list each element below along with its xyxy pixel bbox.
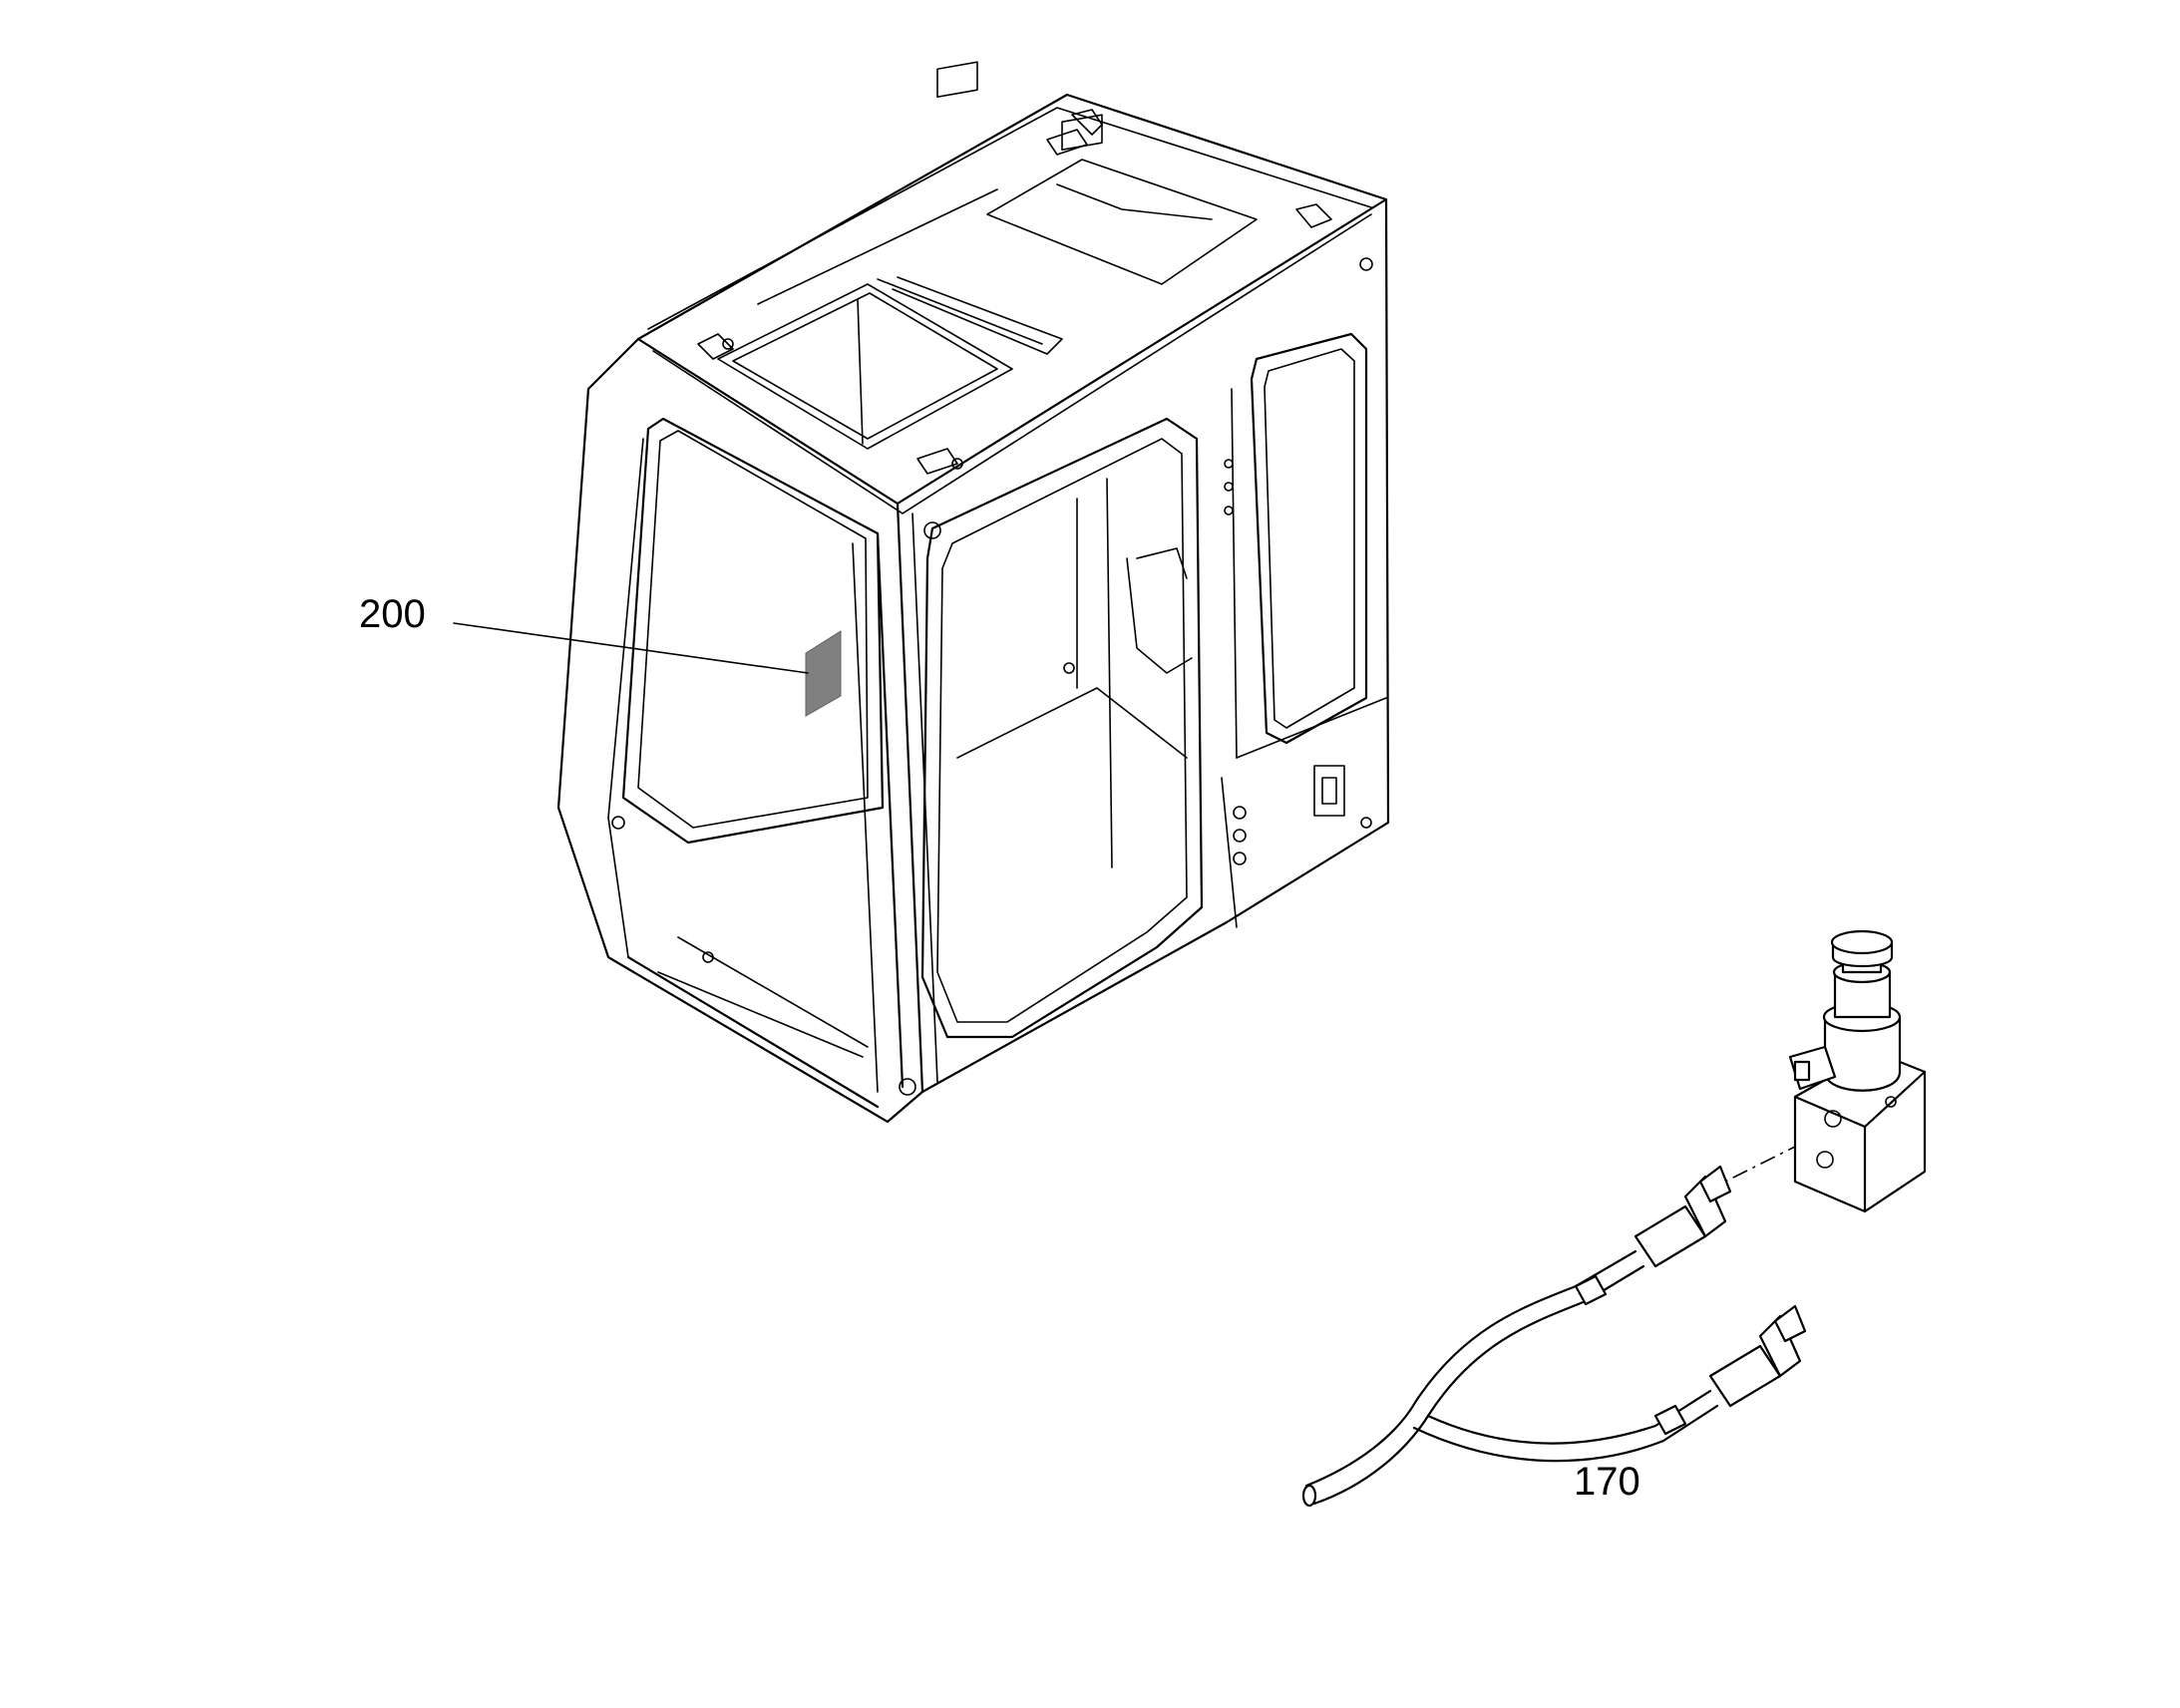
cab-frame [556,61,1390,1124]
callout-label-170: 170 [1574,1460,1640,1504]
wire-harness-170 [1301,1165,1807,1508]
part-200-label [805,630,842,717]
solenoid-valve [1788,929,1927,1213]
callout-label-200: 200 [359,592,426,636]
leader-line-200 [453,622,809,674]
